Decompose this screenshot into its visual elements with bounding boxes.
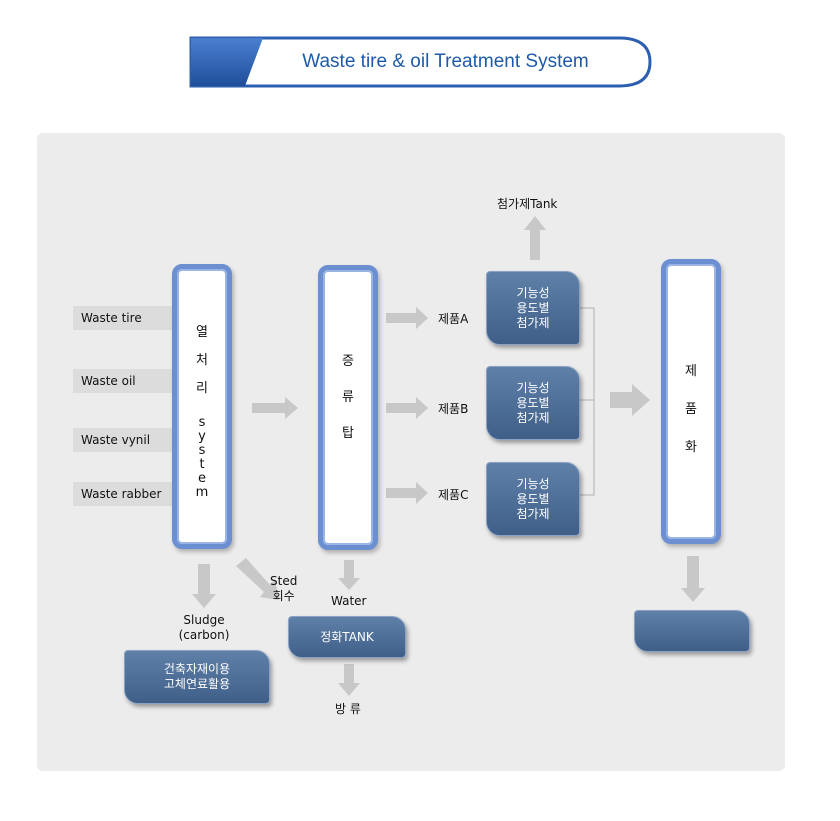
distill-column-text: 증 류 탑 xyxy=(323,350,373,458)
product-a-label: 제품A xyxy=(438,312,469,326)
thermal-char: m xyxy=(195,485,209,500)
distill-char: 증 xyxy=(342,354,354,369)
distill-char: 탑 xyxy=(342,426,354,441)
thermal-char: s xyxy=(198,443,206,458)
function-box-line: 첨가제 xyxy=(516,315,550,330)
distill-char: 류 xyxy=(342,390,354,405)
thermal-char: y xyxy=(198,429,206,444)
title-banner-shape xyxy=(189,36,652,88)
arrow-product-a xyxy=(386,307,428,329)
purification-tank-label: 정화TANK xyxy=(320,629,374,644)
product-c-label: 제품C xyxy=(438,488,469,502)
function-box-c: 기능성 용도별 첨가제 xyxy=(486,462,580,536)
arrow-to-distill xyxy=(252,397,298,419)
arrow-down-water xyxy=(338,560,360,590)
function-box-line: 첨가제 xyxy=(516,506,550,521)
thermal-system-column: 열 처 리 s y s t e m xyxy=(172,264,232,549)
arrow-to-product-column xyxy=(610,384,650,416)
sted-recovery-label: Sted 회수 xyxy=(270,574,297,604)
title-banner: Waste tire & oil Treatment System xyxy=(189,36,652,88)
function-box-line: 용도별 xyxy=(516,395,550,410)
reuse-box: 건축자재이용 고체연료활용 xyxy=(124,650,270,704)
function-box-line: 용도별 xyxy=(516,300,550,315)
product-column-text: 제 품 화 xyxy=(666,360,716,474)
product-b-label: 제품B xyxy=(438,402,469,416)
product-char: 화 xyxy=(685,440,697,455)
water-label: Water xyxy=(331,594,367,608)
function-box-line: 기능성 xyxy=(516,380,550,395)
discharge-label: 방 류 xyxy=(335,702,361,716)
sludge-line: Sludge xyxy=(183,613,225,627)
page-title: Waste tire & oil Treatment System xyxy=(302,51,589,72)
purification-tank: 정화TANK xyxy=(288,616,406,658)
arrow-down-output xyxy=(681,556,705,602)
function-box-b: 기능성 용도별 첨가제 xyxy=(486,366,580,440)
reuse-line: 건축자재이용 xyxy=(163,662,231,676)
distillation-column: 증 류 탑 xyxy=(318,265,378,550)
product-char: 품 xyxy=(685,402,697,417)
arrow-up-additive xyxy=(524,216,546,260)
sludge-line: (carbon) xyxy=(178,628,230,642)
sted-line: Sted xyxy=(270,574,298,588)
bracket-connector xyxy=(580,307,595,496)
function-box-line: 기능성 xyxy=(516,476,550,491)
arrow-down-discharge xyxy=(338,664,360,696)
function-box-line: 첨가제 xyxy=(516,410,550,425)
arrow-diagonal-sted xyxy=(236,558,279,600)
function-box-line: 용도별 xyxy=(516,491,550,506)
additive-tank-label: 첨가제Tank xyxy=(497,197,558,211)
arrow-product-c xyxy=(386,482,428,504)
function-box-a: 기능성 용도별 첨가제 xyxy=(486,271,580,345)
thermal-column-text: 열 처 리 s y s t e m xyxy=(177,321,227,500)
arrow-product-b xyxy=(386,397,428,419)
function-box-line: 기능성 xyxy=(516,285,550,300)
sludge-label: Sludge (carbon) xyxy=(174,613,234,643)
thermal-char: 열 xyxy=(196,325,208,340)
thermal-char: t xyxy=(199,457,205,472)
productization-column: 제 품 화 xyxy=(661,259,721,544)
thermal-char: 리 xyxy=(196,381,208,396)
product-char: 제 xyxy=(685,364,697,379)
arrow-down-sludge xyxy=(192,564,216,608)
sted-line: 회수 xyxy=(272,589,295,603)
output-product-box xyxy=(634,610,750,652)
thermal-char: e xyxy=(198,471,206,486)
thermal-char: 처 xyxy=(196,353,208,368)
reuse-line: 고체연료활용 xyxy=(163,677,231,691)
thermal-char: s xyxy=(198,415,206,430)
